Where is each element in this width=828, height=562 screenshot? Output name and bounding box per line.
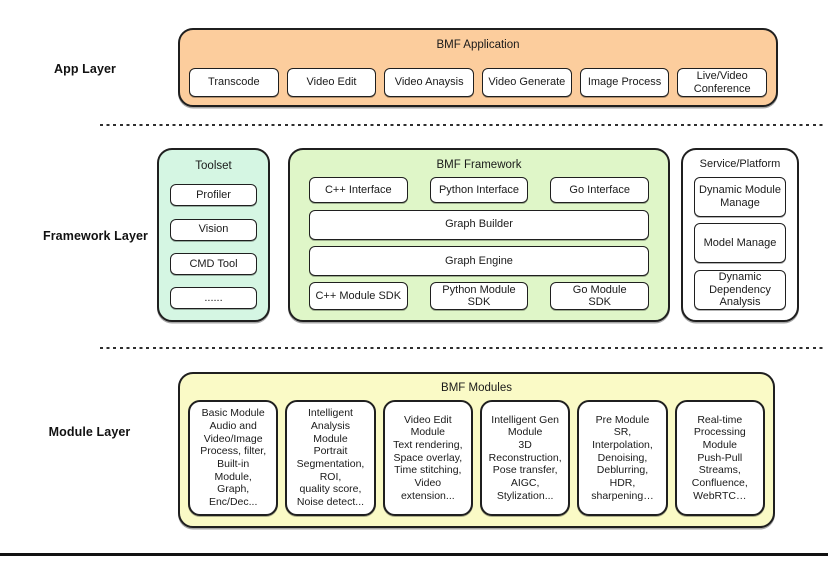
toolset-container: Toolset Profiler Vision CMD Tool ...... (157, 148, 270, 322)
module-card-video-edit: Video Edit Module Text rendering, Space … (382, 400, 473, 516)
service-platform-title: Service/Platform (699, 158, 781, 170)
bmf-framework-container: BMF Framework C++ Interface Python Inter… (288, 148, 670, 322)
bmf-application-title: BMF Application (436, 39, 520, 51)
bmf-modules-title: BMF Modules (441, 382, 512, 394)
app-item-video-edit: Video Edit (286, 68, 377, 97)
toolset-item-profiler: Profiler (170, 184, 257, 207)
interface-row: C++ Interface Python Interface Go Interf… (309, 177, 649, 204)
app-items-row: Transcode Video Edit Video Anaysis Video… (189, 68, 768, 97)
module-card-intelligent-analysis: Intelligent Analysis Module Portrait Seg… (285, 400, 376, 516)
service-item-dynamic-dependency-analysis: Dynamic Dependency Analysis (694, 269, 786, 310)
bmf-modules-container: BMF Modules Basic Module Audio and Video… (178, 372, 775, 528)
sdk-cpp: C++ Module SDK (309, 282, 408, 310)
bmf-application-container: BMF Application Transcode Video Edit Vid… (178, 28, 778, 107)
bmf-framework-title: BMF Framework (436, 159, 522, 171)
sdk-go: Go Module SDK (550, 282, 649, 310)
module-card-realtime: Real-time Processing Module Push-Pull St… (674, 400, 765, 516)
toolset-item-cmd-tool: CMD Tool (170, 252, 257, 275)
interface-python: Python Interface (429, 177, 529, 204)
graph-builder-bar: Graph Builder (309, 209, 649, 240)
app-item-video-generate: Video Generate (482, 68, 572, 97)
interface-go: Go Interface (550, 177, 649, 204)
graph-engine-bar: Graph Engine (309, 245, 649, 276)
module-card-pre: Pre Module SR, Interpolation, Denoising,… (577, 400, 668, 516)
toolset-title: Toolset (195, 160, 232, 172)
sdk-row: C++ Module SDK Python Module SDK Go Modu… (309, 282, 649, 310)
toolset-item-more: ...... (170, 287, 257, 309)
app-item-video-analysis: Video Anaysis (384, 68, 475, 97)
sdk-python: Python Module SDK (429, 282, 529, 310)
service-item-dynamic-module-manage: Dynamic Module Manage (694, 176, 786, 217)
app-item-transcode: Transcode (189, 68, 279, 97)
service-item-model-manage: Model Manage (694, 223, 786, 264)
module-cards-row: Basic Module Audio and Video/Image Proce… (188, 400, 765, 516)
service-platform-container: Service/Platform Dynamic Module Manage M… (681, 148, 799, 322)
layer-separator-1 (100, 124, 826, 126)
bottom-divider (0, 553, 828, 556)
framework-layer-label: Framework Layer (42, 229, 149, 243)
module-layer-label: Module Layer (48, 425, 131, 439)
interface-cpp: C++ Interface (309, 177, 408, 204)
layer-separator-2 (100, 347, 826, 349)
app-item-image-process: Image Process (579, 68, 670, 97)
module-card-intelligent-gen: Intelligent Gen Module 3D Reconstruction… (479, 400, 571, 516)
app-item-live-video-conference: Live/Video Conference (677, 68, 768, 97)
module-card-basic: Basic Module Audio and Video/Image Proce… (188, 400, 279, 516)
toolset-item-vision: Vision (170, 218, 257, 241)
app-layer-label: App Layer (53, 62, 117, 76)
